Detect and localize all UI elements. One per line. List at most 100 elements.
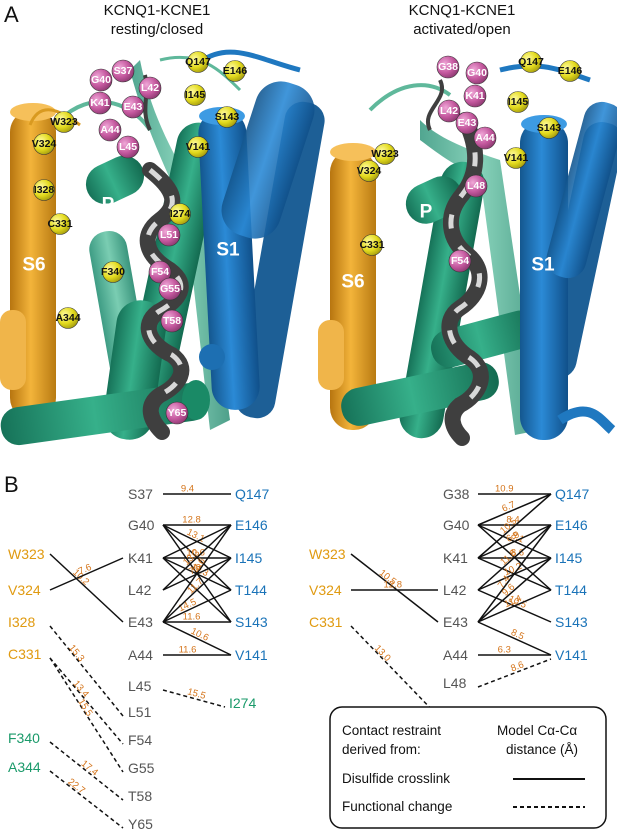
residue-sphere-k41: K41 xyxy=(88,91,112,115)
kcne1-l42: L42 xyxy=(128,582,152,598)
distance-label: 12.8 xyxy=(384,580,403,591)
kcne1-g38: G38 xyxy=(443,486,470,502)
distance-label: 7.6 xyxy=(77,562,94,577)
kcne1-f54: F54 xyxy=(128,732,152,748)
kcnq1-left-c331: C331 xyxy=(8,646,42,662)
kcne1-g55: G55 xyxy=(128,760,155,776)
residue-sphere-s143: S143 xyxy=(215,106,240,128)
kcnq1-left-v324: V324 xyxy=(8,582,41,598)
right-s6-label: S6 xyxy=(341,272,364,293)
legend-header1: Model Cα-Cα xyxy=(497,723,577,738)
residue-label: L42 xyxy=(141,82,159,94)
residue-sphere-a344: A344 xyxy=(55,307,81,329)
contact-map-activated: W323V324C331G38G40K41L42E43A44L48F54Q147… xyxy=(309,484,589,721)
kcnq1-left-a344: A344 xyxy=(8,759,41,775)
residue-label: Q147 xyxy=(185,56,211,68)
residue-label: I274 xyxy=(170,208,191,220)
right-p-label: P xyxy=(420,202,433,223)
residue-label: I145 xyxy=(185,89,206,101)
residue-label: G55 xyxy=(160,283,180,295)
kcne1-g40: G40 xyxy=(443,517,470,533)
kcne1-t58: T58 xyxy=(128,788,152,804)
right-structure: S6 P S1 Q147E146I145S143V141W323V324C331… xyxy=(318,51,617,446)
panel-b-letter: B xyxy=(4,472,19,497)
contact-line xyxy=(49,657,124,745)
residue-sphere-w323: W323 xyxy=(50,111,78,133)
residue-label: G38 xyxy=(438,61,458,73)
left-residue-spheres: Q147E146I145S143V141W323V324I328C331I274… xyxy=(32,51,247,425)
kcnq1-right-i145: I145 xyxy=(235,550,262,566)
distance-label: 22.7 xyxy=(66,776,87,796)
kcnq1-left-v324: V324 xyxy=(309,582,342,598)
residue-sphere-y65: Y65 xyxy=(165,401,189,425)
kcnq1-right-s143: S143 xyxy=(555,614,588,630)
residue-label: L51 xyxy=(160,229,178,241)
contact-line xyxy=(162,524,232,591)
kcnq1-right-s143: S143 xyxy=(235,614,268,630)
residue-label: C331 xyxy=(47,218,72,230)
contact-line xyxy=(49,741,124,801)
residue-sphere-c331: C331 xyxy=(359,234,385,256)
kcne1-l48: L48 xyxy=(443,675,467,691)
residue-sphere-i328: I328 xyxy=(33,179,55,201)
distance-label: 15.3 xyxy=(66,643,86,664)
distance-label: 15.5 xyxy=(186,686,207,701)
kcnq1-right-t144: T144 xyxy=(235,582,267,598)
contact-line xyxy=(477,493,552,559)
residue-sphere-k41: K41 xyxy=(463,84,487,108)
kcne1-k41: K41 xyxy=(128,550,153,566)
kcnq1-right-q147: Q147 xyxy=(235,486,269,502)
distance-label: 9.4 xyxy=(181,484,194,495)
kcnq1-right-i145: I145 xyxy=(555,550,582,566)
residue-sphere-i145: I145 xyxy=(507,91,529,113)
residue-label: S143 xyxy=(537,122,562,134)
residue-label: A344 xyxy=(55,312,80,324)
contact-line xyxy=(477,658,552,688)
kcne1-a44: A44 xyxy=(443,647,468,663)
legend: Contact restraint derived from: Model Cα… xyxy=(329,706,607,829)
residue-label: Q147 xyxy=(518,56,544,68)
right-title-line1: KCNQ1-KCNE1 xyxy=(409,2,516,19)
kcnq1-left-f340: F340 xyxy=(8,730,40,746)
contact-line xyxy=(162,689,226,708)
legend-line2: derived from: xyxy=(342,742,421,757)
contact-line xyxy=(162,621,232,656)
residue-label: S143 xyxy=(215,111,240,123)
left-structure: S6 P S1 Q147E146I145S143V141W323V324I328… xyxy=(0,49,325,446)
residue-label: K41 xyxy=(465,90,484,102)
distance-label: 6.3 xyxy=(498,645,511,656)
legend-box xyxy=(329,706,607,829)
residue-label: F54 xyxy=(451,255,469,267)
residue-sphere-w323: W323 xyxy=(371,143,399,165)
distance-label: 13.0 xyxy=(372,643,393,664)
residue-label: F340 xyxy=(101,266,125,278)
contact-line xyxy=(477,493,552,526)
contact-line xyxy=(350,553,439,623)
distance-label: 8.6 xyxy=(509,659,525,674)
residue-sphere-e146: E146 xyxy=(558,60,582,82)
residue-sphere-s143: S143 xyxy=(537,117,562,139)
panel-a-letter: A xyxy=(4,2,19,27)
residue-sphere-i145: I145 xyxy=(184,84,206,106)
residue-label: I328 xyxy=(34,184,55,196)
residue-label: C331 xyxy=(359,239,384,251)
distance-label: 10.9 xyxy=(495,484,514,495)
residue-sphere-v141: V141 xyxy=(504,147,528,169)
residue-label: V324 xyxy=(357,165,382,177)
kcnq1-left-w323: W323 xyxy=(309,546,346,562)
contact-line xyxy=(477,557,552,623)
distance-label: 6.9 xyxy=(505,529,522,544)
legend-line1: Contact restraint xyxy=(342,723,441,738)
kcne1-a44: A44 xyxy=(128,647,153,663)
residue-label: W323 xyxy=(50,116,78,128)
kcne1-s37: S37 xyxy=(128,486,153,502)
distance-label: 17.4 xyxy=(79,758,100,778)
residue-sphere-l48: L48 xyxy=(464,174,488,198)
residue-label: A44 xyxy=(475,132,494,144)
kcnq1-left-c331: C331 xyxy=(309,614,343,630)
contact-line xyxy=(162,557,232,623)
residue-sphere-i274: I274 xyxy=(169,203,191,225)
kcnq1-right-q147: Q147 xyxy=(555,486,589,502)
residue-sphere-v324: V324 xyxy=(32,133,56,155)
